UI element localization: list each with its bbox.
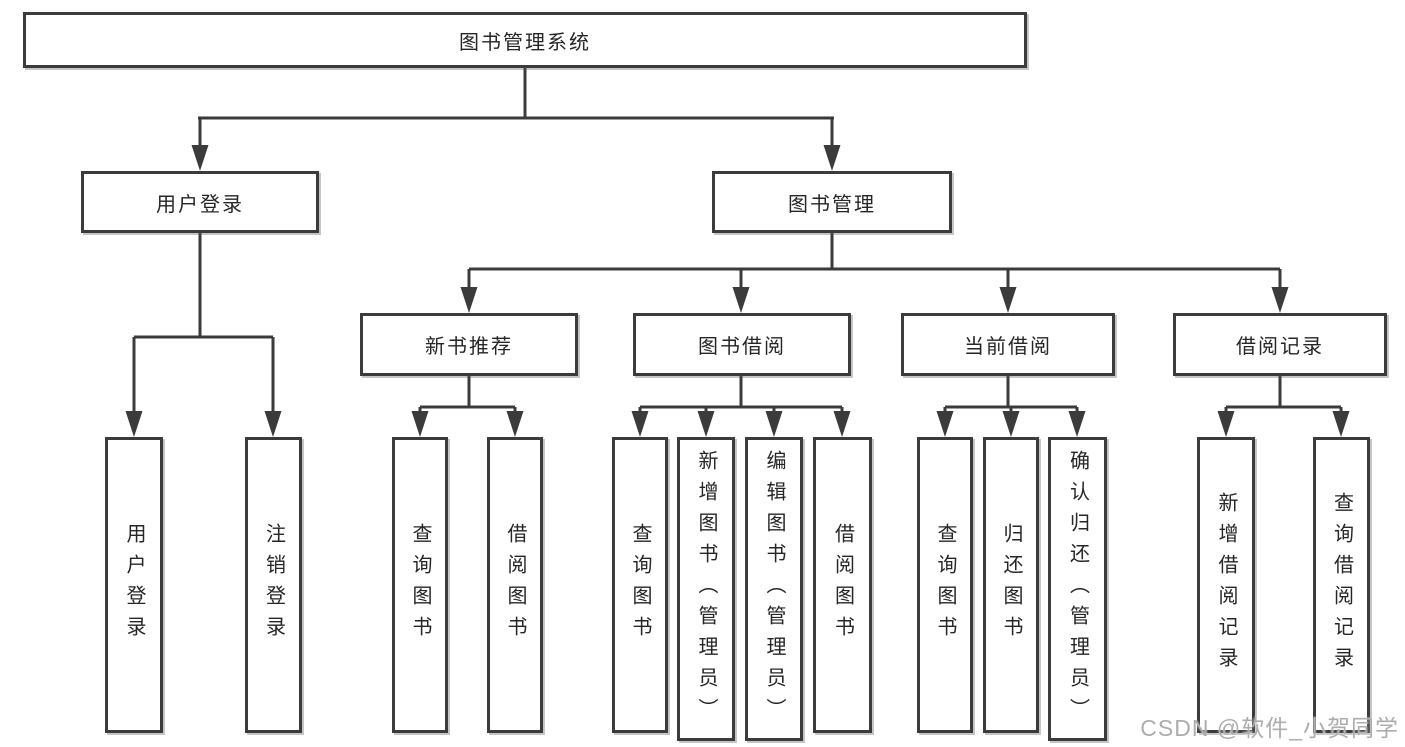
arrow-down-icons bbox=[125, 145, 1350, 437]
leaf-label: 借阅图书 bbox=[504, 523, 526, 647]
leaf-recommend-borrow-book: 借阅图书 bbox=[487, 437, 543, 733]
leaf-label: 用户登录 bbox=[123, 523, 145, 647]
leaf-borrow-borrow-book: 借阅图书 bbox=[813, 437, 872, 733]
leaf-record-query-borrow-record: 查询借阅记录 bbox=[1313, 437, 1370, 733]
leaf-label: 新增借阅记录 bbox=[1215, 492, 1237, 678]
leaf-label: 编辑图书（管理员） bbox=[763, 449, 785, 729]
node-book-borrow: 图书借阅 bbox=[633, 313, 851, 376]
leaf-label: 查询图书 bbox=[629, 523, 651, 647]
node-borrow-record: 借阅记录 bbox=[1173, 313, 1387, 376]
node-user-login: 用户登录 bbox=[81, 171, 319, 233]
leaf-current-query-book: 查询图书 bbox=[917, 437, 973, 733]
leaf-label: 借阅图书 bbox=[831, 523, 854, 647]
leaf-label: 新增图书（管理员） bbox=[695, 449, 717, 729]
leaf-borrow-edit-book-admin: 编辑图书（管理员） bbox=[745, 437, 803, 741]
leaf-recommend-query-book: 查询图书 bbox=[392, 437, 448, 733]
leaf-label: 确认归还（管理员） bbox=[1066, 449, 1089, 729]
leaf-label: 查询借阅记录 bbox=[1330, 492, 1353, 678]
leaf-label: 归还图书 bbox=[1000, 523, 1022, 647]
node-book-management: 图书管理 bbox=[712, 171, 952, 233]
watermark: CSDN @软件_小贺同学 bbox=[1140, 715, 1399, 741]
node-new-book-recommend: 新书推荐 bbox=[360, 313, 578, 376]
leaf-borrow-query-book: 查询图书 bbox=[612, 437, 668, 733]
leaf-borrow-add-book-admin: 新增图书（管理员） bbox=[677, 437, 735, 741]
leaf-logout: 注销登录 bbox=[245, 437, 302, 733]
leaf-label: 查询图书 bbox=[409, 523, 431, 647]
leaf-current-return-book: 归还图书 bbox=[983, 437, 1039, 733]
node-current-borrow: 当前借阅 bbox=[901, 313, 1115, 376]
leaf-user-login: 用户登录 bbox=[105, 437, 163, 733]
node-root: 图书管理系统 bbox=[23, 12, 1027, 68]
leaf-label: 注销登录 bbox=[262, 523, 285, 647]
leaf-record-add-borrow-record: 新增借阅记录 bbox=[1197, 437, 1255, 733]
leaf-current-confirm-return-admin: 确认归还（管理员） bbox=[1048, 437, 1107, 741]
leaf-label: 查询图书 bbox=[934, 523, 956, 647]
tree-edges bbox=[132, 68, 1343, 416]
